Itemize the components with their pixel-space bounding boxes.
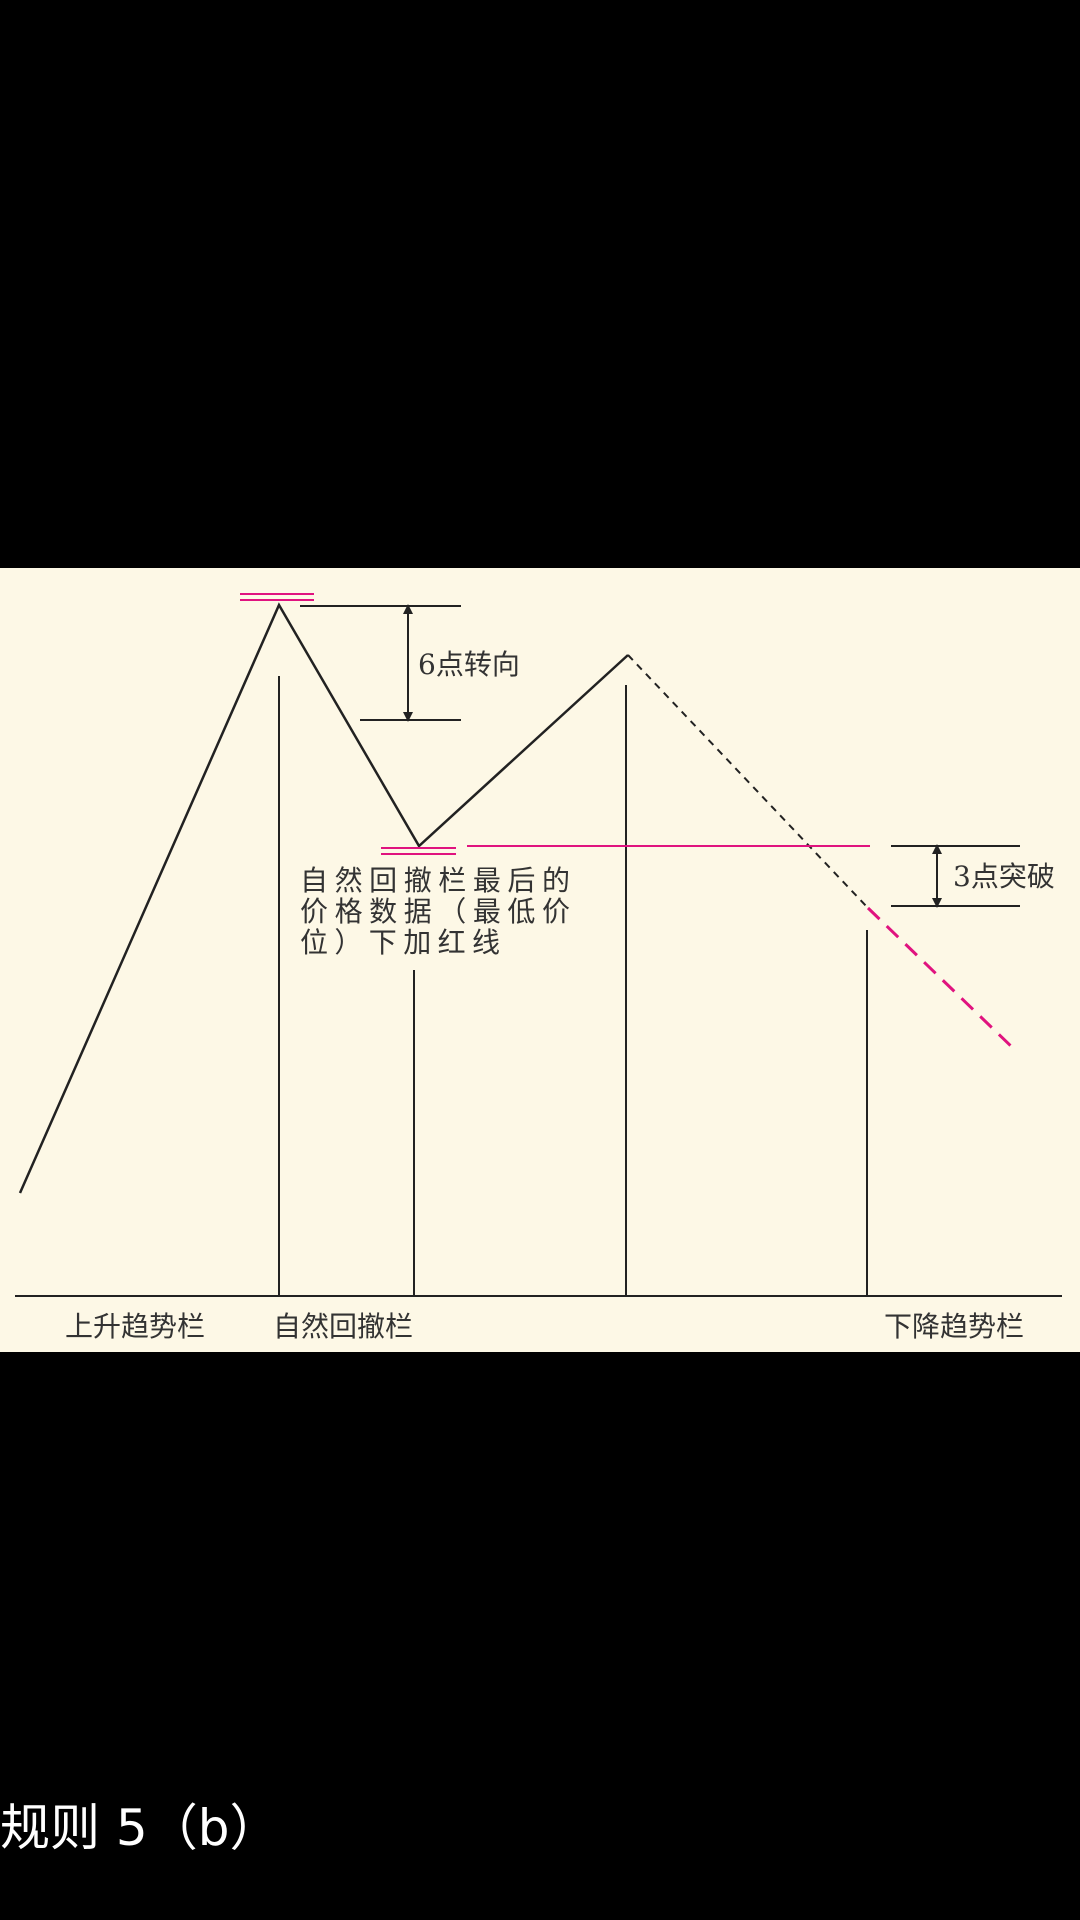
note-line-1: 自然回撤栏最后的 <box>300 864 570 897</box>
note-line-3: 位）下加红线 <box>300 926 500 959</box>
three-point-label: 3点突破 <box>953 860 1055 893</box>
price-path-dashed <box>627 654 869 909</box>
six-point-label: 6点转向 <box>418 648 520 681</box>
livermore-rule-diagram: 6点转向 3点突破 自然回撤栏最后的 价格数据（最低价 位）下加红线 上升趋势栏… <box>15 593 1062 1343</box>
diagram-panel: 6点转向 3点突破 自然回撤栏最后的 价格数据（最低价 位）下加红线 上升趋势栏… <box>0 568 1080 1352</box>
figure-caption: 规则 5（b） <box>0 1799 280 1857</box>
column-label-downtrend: 下降趋势栏 <box>884 1310 1024 1343</box>
column-label-natural-reaction: 自然回撤栏 <box>273 1310 413 1343</box>
price-path <box>18 602 629 1194</box>
column-label-uptrend: 上升趋势栏 <box>65 1310 205 1343</box>
note-line-2: 价格数据（最低价 <box>300 895 570 928</box>
price-path-red-dashed <box>866 906 1016 1051</box>
